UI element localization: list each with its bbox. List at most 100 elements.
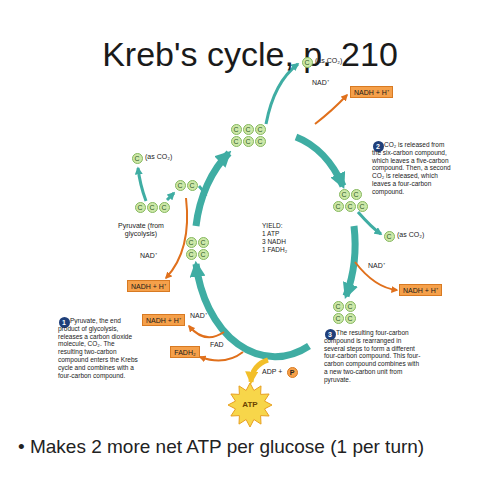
carbon-atom: C [231, 124, 242, 135]
nad-label: NAD⁺ [368, 262, 385, 270]
orange-arrow [200, 352, 243, 361]
node-text: C [335, 315, 340, 322]
node-text: C [257, 138, 262, 145]
bullet-point: • Makes 2 more net ATP per glucose (1 pe… [18, 436, 424, 459]
node-text: C [233, 126, 238, 133]
carbon-atom: C [255, 124, 266, 135]
carbon-atom: C [333, 313, 344, 324]
carrier-box: FADH₂ [170, 346, 200, 358]
ring-arrow [196, 264, 309, 357]
carbon-atom: C [159, 202, 170, 213]
yield-text: YIELD: [262, 222, 283, 230]
carbon-atom: C [333, 201, 344, 212]
carbon-atom: C [231, 136, 242, 147]
carbon-atom: C [198, 237, 209, 248]
carbon-atom: C [132, 153, 143, 164]
ring-arrow [346, 226, 355, 296]
carrier-box: NADH + H⁺ [350, 86, 393, 98]
carbon-atom: C [384, 231, 395, 242]
callout-text: Pyruvate, the end product of glycolysis,… [58, 317, 138, 379]
node-text: ATP [242, 401, 257, 409]
node-text: C [347, 203, 352, 210]
node-text: C [335, 303, 340, 310]
carbon-atom: C [345, 313, 356, 324]
node-text: C [189, 182, 194, 189]
carbon-atom: C [187, 180, 198, 191]
node-text: C [386, 233, 391, 240]
node-text: C [347, 315, 352, 322]
node-text: C [245, 138, 250, 145]
node-text: C [149, 204, 154, 211]
number-text: 3 [328, 331, 332, 338]
carbon-atom: C [351, 189, 362, 200]
carbon-atom: C [302, 57, 313, 68]
co2-arrows [138, 64, 381, 234]
carbon-atom: C [147, 202, 158, 213]
orange-arrow [355, 262, 397, 290]
node-text: C [335, 203, 340, 210]
nad-label: NAD⁺ [190, 312, 207, 320]
node-text: C [304, 59, 309, 66]
yield-text: 1 ATP [262, 230, 279, 238]
teal-arrow [167, 193, 174, 200]
node-text: C [359, 203, 364, 210]
carbon-atom: C [255, 136, 266, 147]
node-text: NADH + H⁺ [131, 283, 166, 290]
co2-label: (as CO₂) [397, 231, 424, 239]
node-text: FADH₂ [174, 349, 195, 356]
carbon-atom: C [198, 249, 209, 260]
carbon-atom: C [333, 301, 344, 312]
node-text: C [137, 204, 142, 211]
carbon-atom: C [345, 201, 356, 212]
node-text: C [200, 239, 205, 246]
adp-label: ADP + [262, 368, 282, 376]
carbon-atom: C [243, 124, 254, 135]
callout-text: CO₂ is released from the six-carbon comp… [372, 141, 452, 196]
carbon-atom: C [357, 201, 368, 212]
yield-text: 1 FADH₂ [262, 246, 287, 254]
nad-label: NAD⁺ [312, 79, 329, 87]
fad-label: FAD [210, 341, 224, 349]
carbon-atom: C [339, 189, 350, 200]
teal-arrow [358, 212, 381, 234]
carbon-atom: C [243, 136, 254, 147]
teal-arrow [138, 168, 146, 201]
carbon-atom: C [345, 301, 356, 312]
number-text: 2 [376, 143, 380, 150]
yield-text: 3 NADH [262, 238, 286, 246]
node-text: C [347, 303, 352, 310]
cycle-ring [196, 137, 355, 357]
node-text: C [200, 251, 205, 258]
carrier-box: NADH + H⁺ [127, 280, 170, 292]
callout-text: The resulting four-carbon compound is re… [324, 329, 424, 384]
node-text: C [161, 204, 166, 211]
node-text: C [188, 239, 193, 246]
node-text: C [233, 138, 238, 145]
carbon-atom: C [175, 180, 186, 191]
co2-label: (as CO₂) [315, 57, 342, 65]
node-text: P [290, 369, 295, 376]
node-text: NADH + H⁺ [146, 317, 181, 324]
burst-outline [228, 383, 272, 427]
node-text: C [353, 191, 358, 198]
nad-label: NAD⁺ [140, 252, 157, 260]
orange-arrow [189, 326, 224, 337]
node-text: C [257, 126, 262, 133]
number-text: 1 [62, 319, 66, 326]
carrier-box: NADH + H⁺ [399, 284, 442, 296]
slide-title: Kreb's cycle, p. 210 [0, 34, 500, 75]
carrier-box: NADH + H⁺ [142, 314, 185, 326]
ring-arrow [296, 137, 343, 186]
carbon-atom: C [135, 202, 146, 213]
node-text: NADH + H⁺ [354, 89, 389, 96]
carbon-atom: C [186, 249, 197, 260]
node-text: NADH + H⁺ [403, 287, 438, 294]
phosphate-circle: P [287, 367, 298, 378]
node-text: C [245, 126, 250, 133]
node-text: C [177, 182, 182, 189]
nad-arrows [166, 95, 397, 361]
node-text: C [188, 251, 193, 258]
orange-arrow [315, 95, 347, 124]
